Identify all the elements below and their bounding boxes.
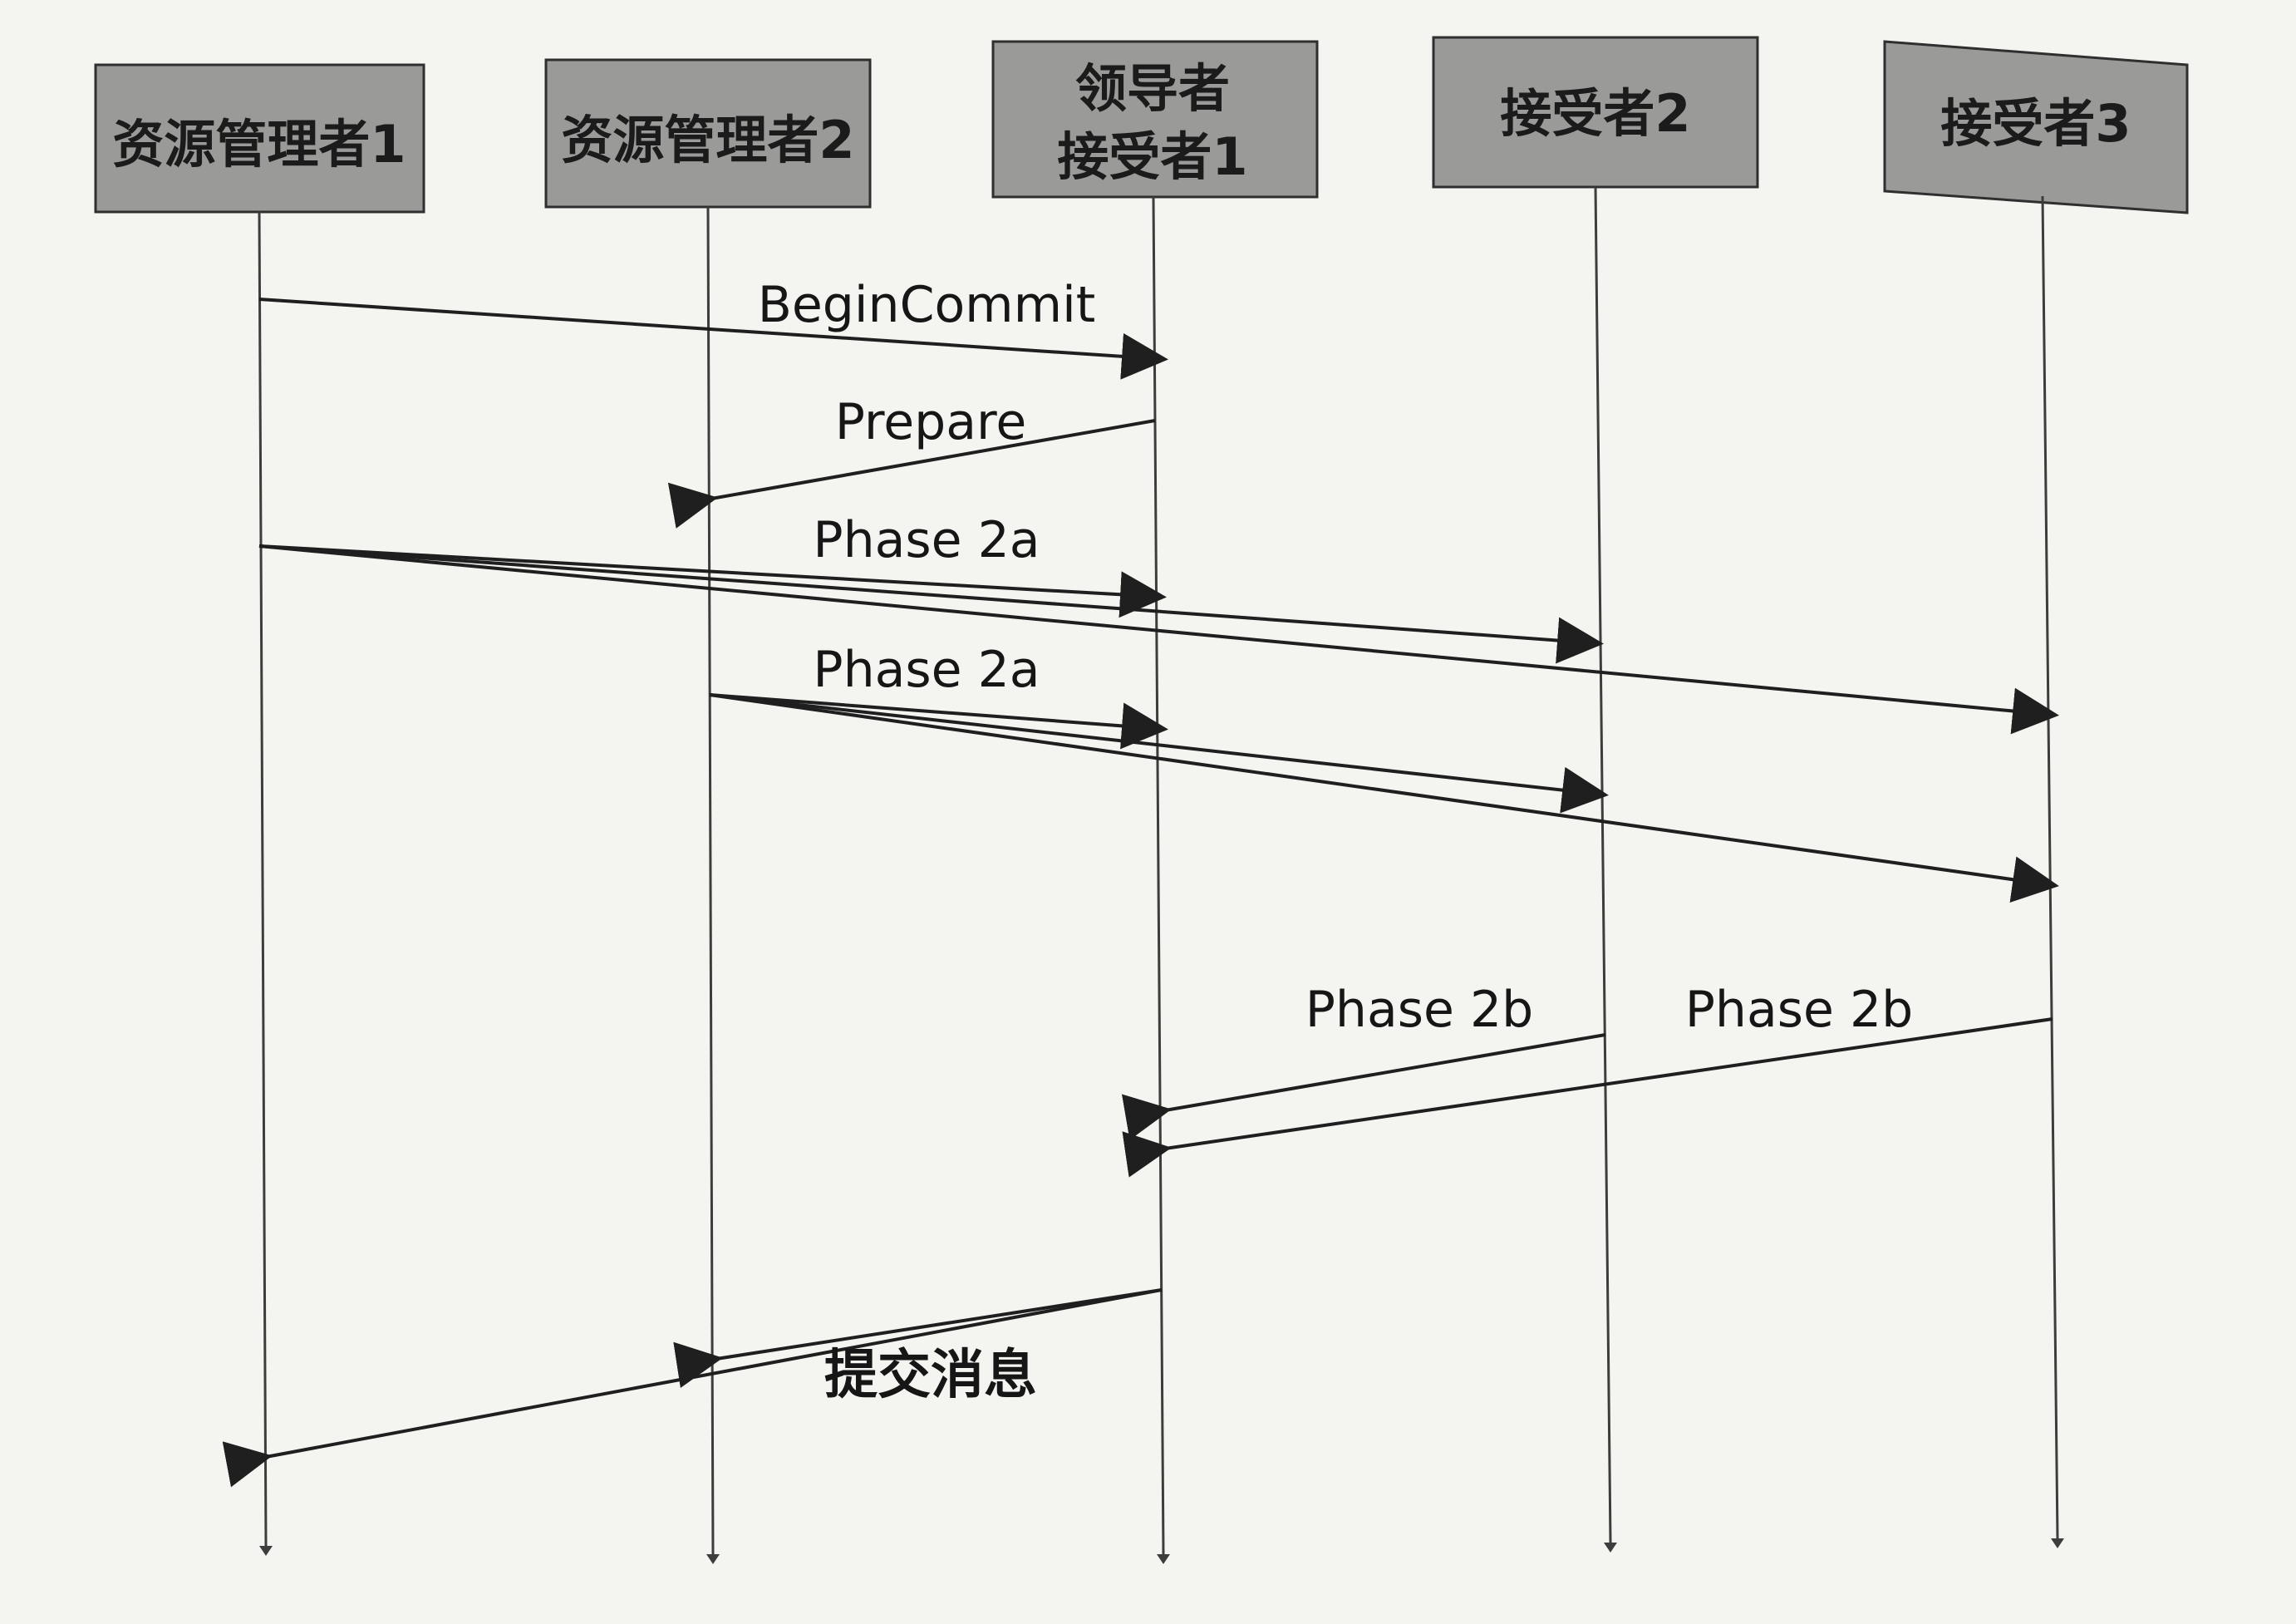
participant-resource-manager-2: 资源管理者2 [544, 58, 872, 209]
participant-box-acceptor-3 [1883, 40, 2189, 214]
lifeline-end-acceptor-3 [2051, 1538, 2064, 1548]
message-arrow-phase2a-rm1-to-acceptor2 [258, 544, 1604, 664]
lifeline-end-resource-manager-2 [706, 1554, 720, 1564]
participant-label-resource-manager-2: 资源管理者2 [561, 110, 854, 170]
lifeline-resource-manager-2 [706, 206, 715, 1555]
message-arrow-phase2a-rm2-to-acceptor3 [709, 693, 2059, 903]
message-label-phase2a-from-rm2: Phase 2a [813, 641, 1040, 699]
participant-leader-acceptor-1: 领导者 接受者1 [991, 40, 1319, 199]
participant-box-leader-acceptor-1 [991, 40, 1319, 199]
message-label-begin-commit: BeginCommit [758, 276, 1096, 334]
lifeline-acceptor-2 [1594, 186, 1612, 1543]
participant-acceptor-3: 接受者3 [1883, 40, 2189, 214]
lifeline-end-acceptor-2 [1604, 1543, 1617, 1553]
lifeline-acceptor-3 [2041, 195, 2059, 1539]
lifeline-end-leader-acceptor-1 [1157, 1554, 1170, 1564]
participant-box-acceptor-2 [1432, 36, 1759, 189]
message-arrow-begin-commit [258, 298, 1168, 380]
message-arrow-prepare [667, 419, 1156, 529]
message-arrow-phase2b-from-acceptor2 [1121, 1033, 1606, 1140]
message-arrow-phase2a-rm1-to-acceptor3 [258, 544, 2059, 735]
participant-box-resource-manager-2 [544, 58, 872, 209]
message-label-phase2b-from-acceptor3: Phase 2b [1685, 981, 1913, 1039]
message-label-prepare: Prepare [835, 393, 1027, 451]
participant-label-acceptor-2: 接受者2 [1500, 83, 1690, 144]
participant-resource-manager-1: 资源管理者1 [94, 63, 425, 214]
message-arrow-phase2a-rm2-to-leader [709, 693, 1168, 750]
lifeline-resource-manager-1 [258, 211, 268, 1547]
participant-label-acceptor-1: 接受者1 [1057, 126, 1247, 187]
participant-label-leader: 领导者 [1075, 58, 1230, 119]
participant-label-resource-manager-1: 资源管理者1 [112, 114, 406, 175]
message-label-commit: 提交消息 [824, 1345, 1037, 1406]
message-arrow-phase2b-from-acceptor3 [1122, 1017, 2053, 1178]
participant-acceptor-2: 接受者2 [1432, 36, 1759, 189]
message-arrow-commit-to-rm2 [673, 1288, 1163, 1389]
lifeline-leader-acceptor-1 [1152, 196, 1165, 1555]
participant-box-resource-manager-1 [94, 63, 425, 214]
message-arrow-commit-to-rm1 [222, 1288, 1163, 1488]
message-label-phase2a-from-rm1: Phase 2a [813, 511, 1040, 569]
participant-label-acceptor-3: 接受者3 [1940, 93, 2131, 154]
message-label-phase2b-from-acceptor2: Phase 2b [1305, 981, 1533, 1039]
message-arrow-phase2a-rm1-to-leader [258, 544, 1167, 618]
lifeline-end-resource-manager-1 [259, 1546, 273, 1556]
message-arrow-phase2a-rm2-to-acceptor2 [709, 693, 1609, 814]
